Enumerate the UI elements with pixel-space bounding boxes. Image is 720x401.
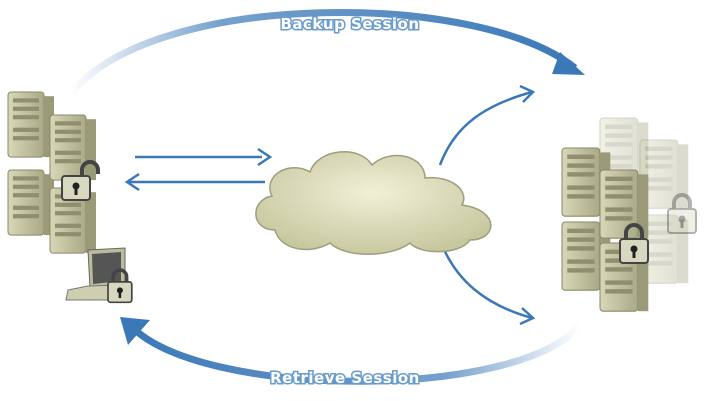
- receive-arrow: [124, 172, 265, 192]
- backup-session-arrow: [67, 9, 585, 98]
- server-rack-icon: [7, 91, 55, 158]
- cloud-to-server-arrow-up: [438, 84, 536, 166]
- retrieve-session-label: Retrieve Session: [270, 369, 420, 387]
- destination-server-cluster: [561, 117, 698, 312]
- retrieve-session-arrow: [120, 317, 583, 385]
- cloud-to-server-arrow-down: [438, 239, 536, 326]
- send-arrow: [135, 147, 273, 167]
- server-rack-icon: [7, 169, 55, 236]
- cloud-icon: [255, 151, 492, 255]
- backup-session-label: Backup Session: [280, 15, 419, 33]
- server-rack-icon: [49, 114, 97, 181]
- source-server-cluster: [7, 91, 100, 254]
